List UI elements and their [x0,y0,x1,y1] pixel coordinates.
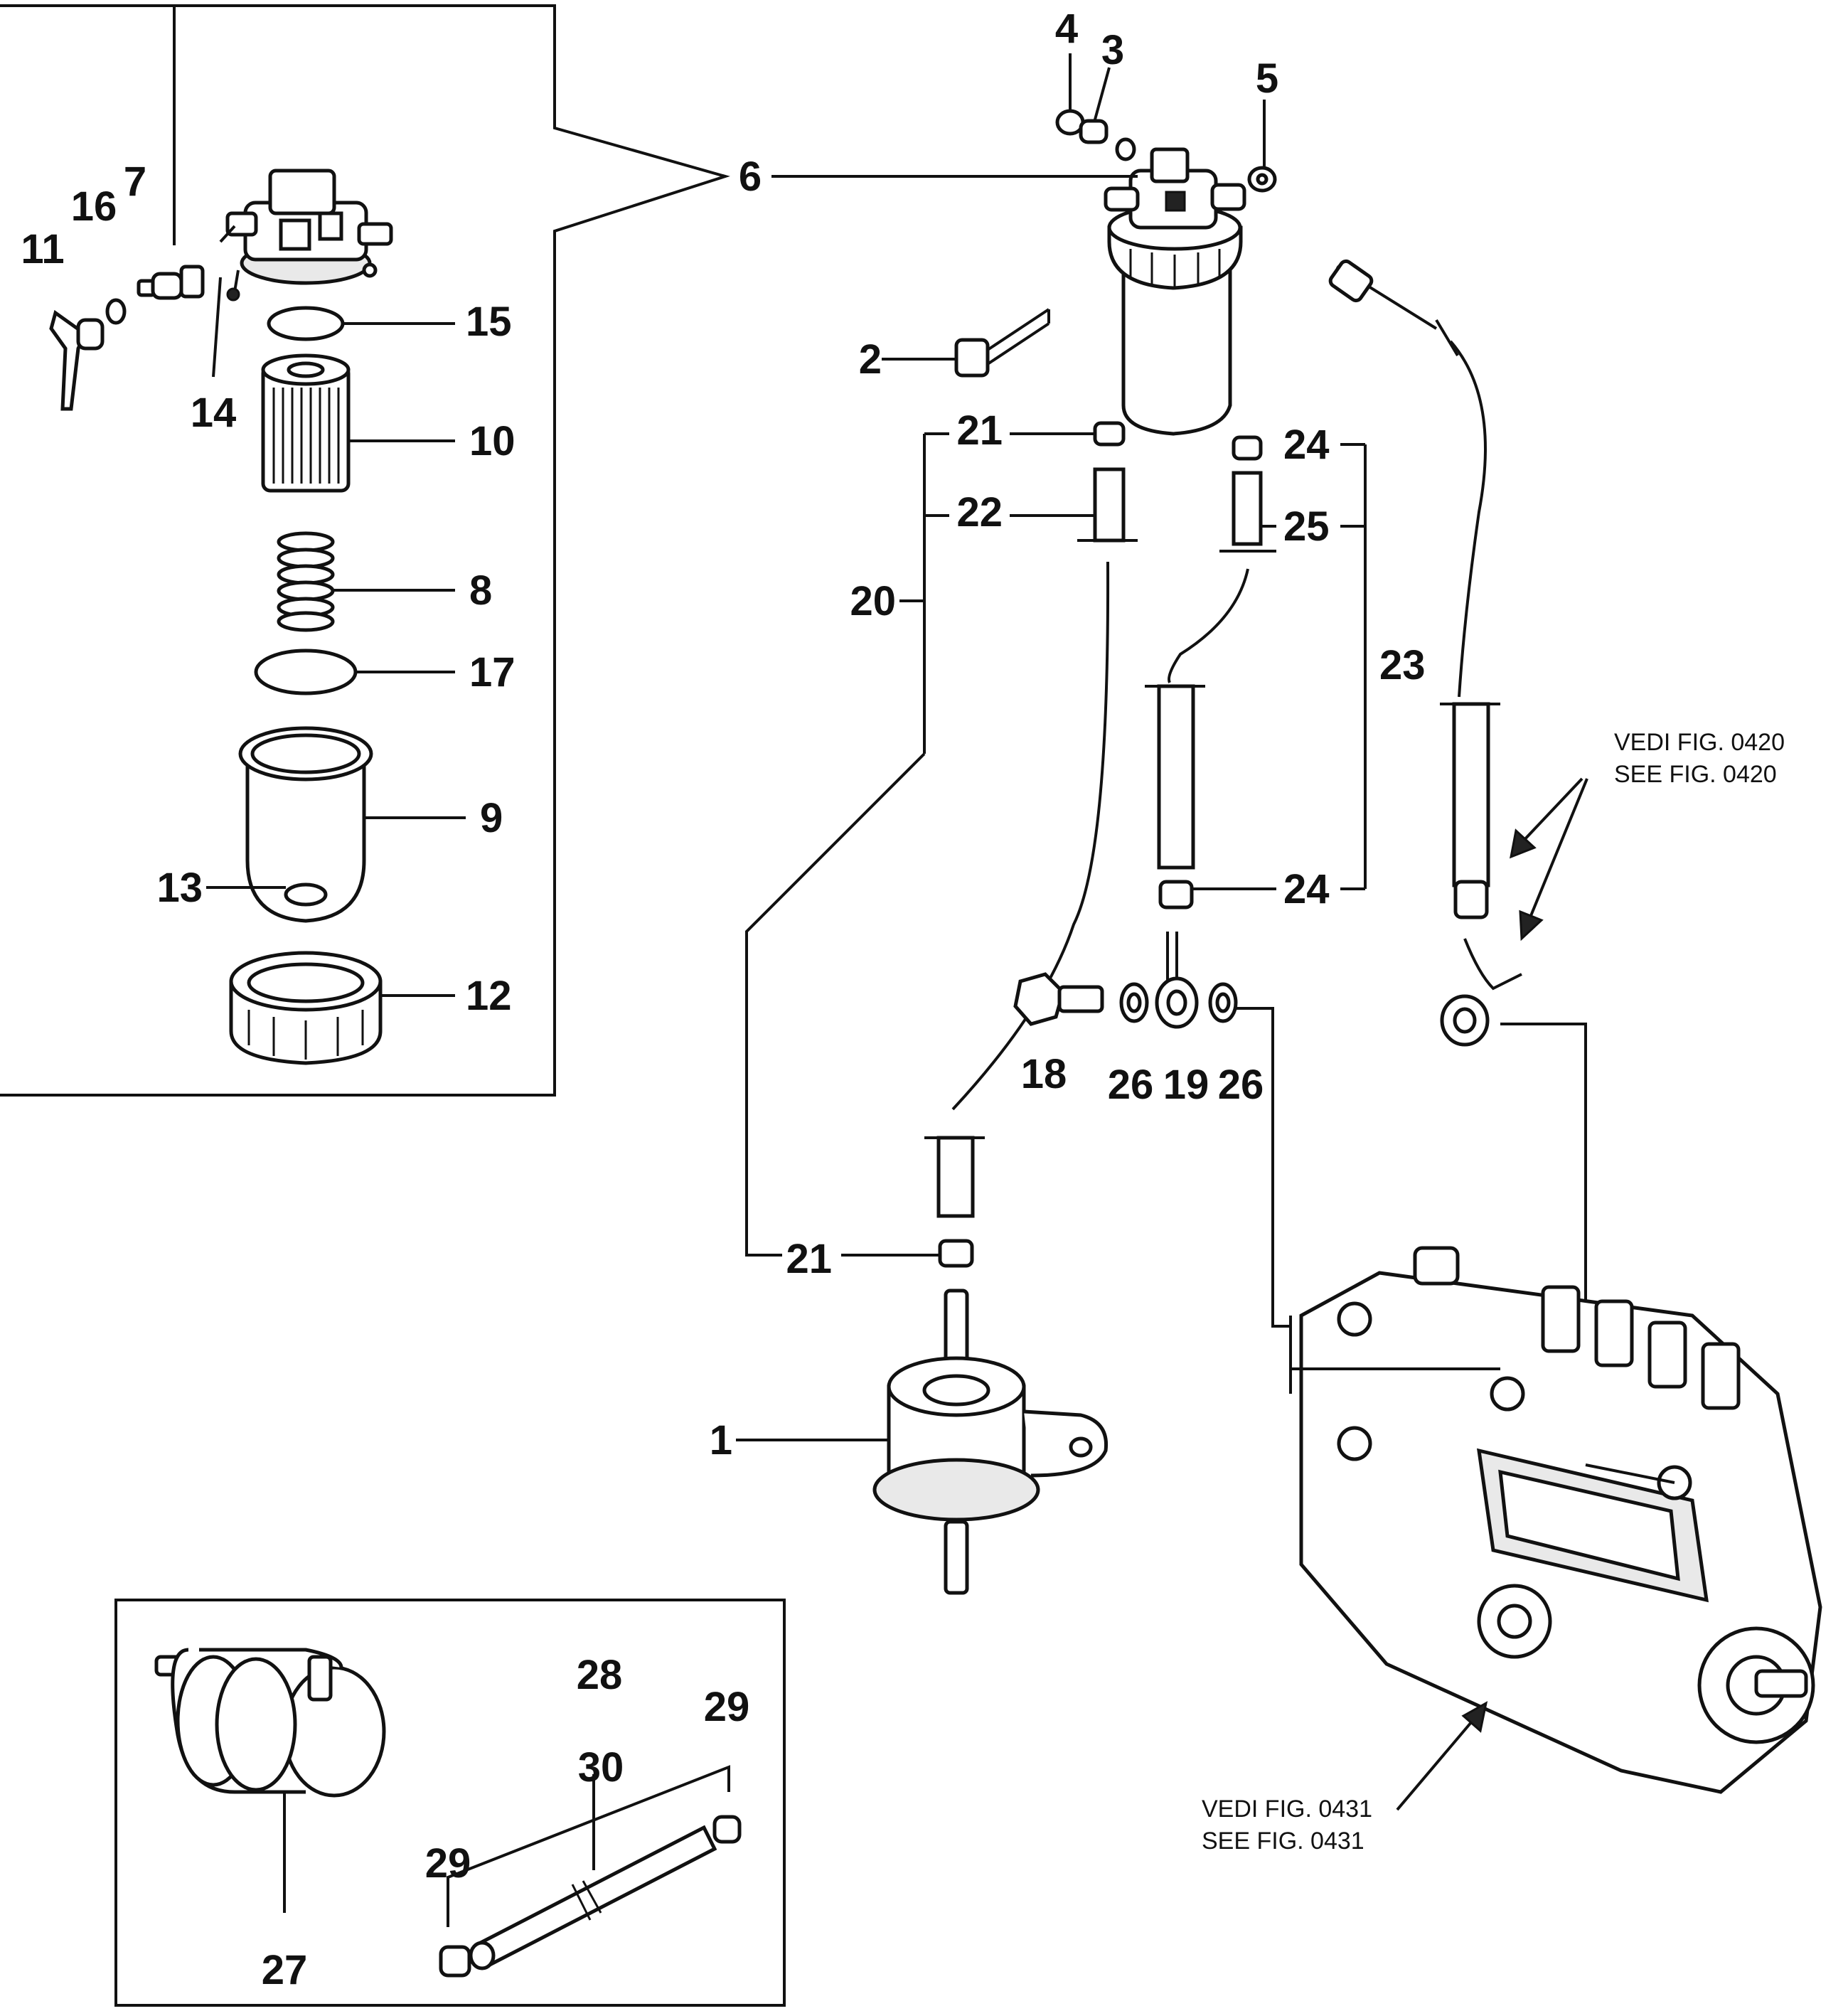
callout-4: 4 [1055,6,1078,52]
callout-21a: 21 [956,407,1003,454]
callout-1: 1 [710,1417,732,1463]
electric-fuel-pump [736,1289,1109,1595]
ref-arrows-0420 [1510,777,1588,942]
fuel-filter-assembly [1104,147,1246,436]
callout-12: 12 [466,973,512,1019]
pump-feed-leader [1236,1007,1291,1328]
callout-20: 20 [850,578,896,624]
injection-pump [1289,1246,1822,1794]
callout-26a: 26 [1108,1062,1154,1108]
callout-27: 27 [262,1947,308,1993]
kit-inset [114,1599,786,2007]
callout-2: 2 [859,336,882,383]
pin [226,270,240,302]
air-bleed-screw [137,265,205,300]
callout-24a: 24 [1283,422,1330,468]
callout-17: 17 [469,649,516,695]
ref-0420-it: VEDI FIG. 0420 [1614,729,1785,756]
callout-16: 16 [71,183,117,230]
callout-8: 8 [469,567,492,614]
callout-10: 10 [469,418,516,464]
filter-head-detail [219,169,393,285]
o-ring-15 [267,306,345,341]
washer-26-left [1119,982,1149,1023]
top-leaders [771,53,1266,361]
ref-0431-it: VEDI FIG. 0431 [1202,1796,1372,1823]
callout-30: 30 [578,1744,624,1791]
ref-0431-en: SEE FIG. 0431 [1202,1828,1364,1855]
hose-23 [1145,435,1367,910]
drain-lever [49,309,105,411]
inset-leaders [206,277,466,997]
callout-7: 7 [124,159,146,205]
callout-9: 9 [480,795,503,841]
callout-labels: 1 2 3 4 5 6 7 8 9 10 11 12 13 14 15 16 1… [21,6,1425,1993]
callout-28: 28 [577,1652,623,1698]
banjo-fitting-19 [1155,932,1199,1029]
o-ring-small [105,298,127,325]
mounting-bolt [954,308,1050,378]
callout-18: 18 [1021,1051,1067,1097]
banjo-bolt-18 [1013,972,1104,1026]
ref-0420-en: SEE FIG. 0420 [1614,761,1777,788]
spring [277,531,335,632]
o-ring-17 [254,649,358,695]
ref-arrow-0431 [1396,1701,1488,1811]
callout-21b: 21 [786,1236,832,1282]
filter-element [261,353,351,493]
filter-detail-inset [0,4,730,1097]
pump-kit-body [154,1648,386,1913]
kit-hose [439,1765,742,1978]
callout-15: 15 [466,299,512,345]
return-hose [1328,259,1500,919]
callout-26b: 26 [1218,1062,1264,1108]
figure-references: VEDI FIG. 0420 SEE FIG. 0420 VEDI FIG. 0… [1202,729,1785,1855]
callout-25: 25 [1283,503,1330,550]
callout-13: 13 [156,865,203,911]
callout-23: 23 [1379,642,1426,688]
callout-14: 14 [191,390,237,436]
filter-bowl [238,726,373,923]
filter-fittings-3-4-5 [1055,109,1277,193]
callout-6: 6 [739,154,762,200]
callout-5: 5 [1256,55,1278,102]
callout-11: 11 [21,226,64,272]
hose-20 [745,421,1138,1268]
callout-19: 19 [1163,1062,1209,1108]
callout-29b: 29 [704,1684,750,1730]
callout-24b: 24 [1283,866,1330,912]
callout-3: 3 [1101,27,1124,73]
ring-nut [229,951,383,1065]
callout-22: 22 [956,489,1003,535]
callout-29a: 29 [425,1840,471,1887]
washer-26-right [1208,982,1238,1023]
